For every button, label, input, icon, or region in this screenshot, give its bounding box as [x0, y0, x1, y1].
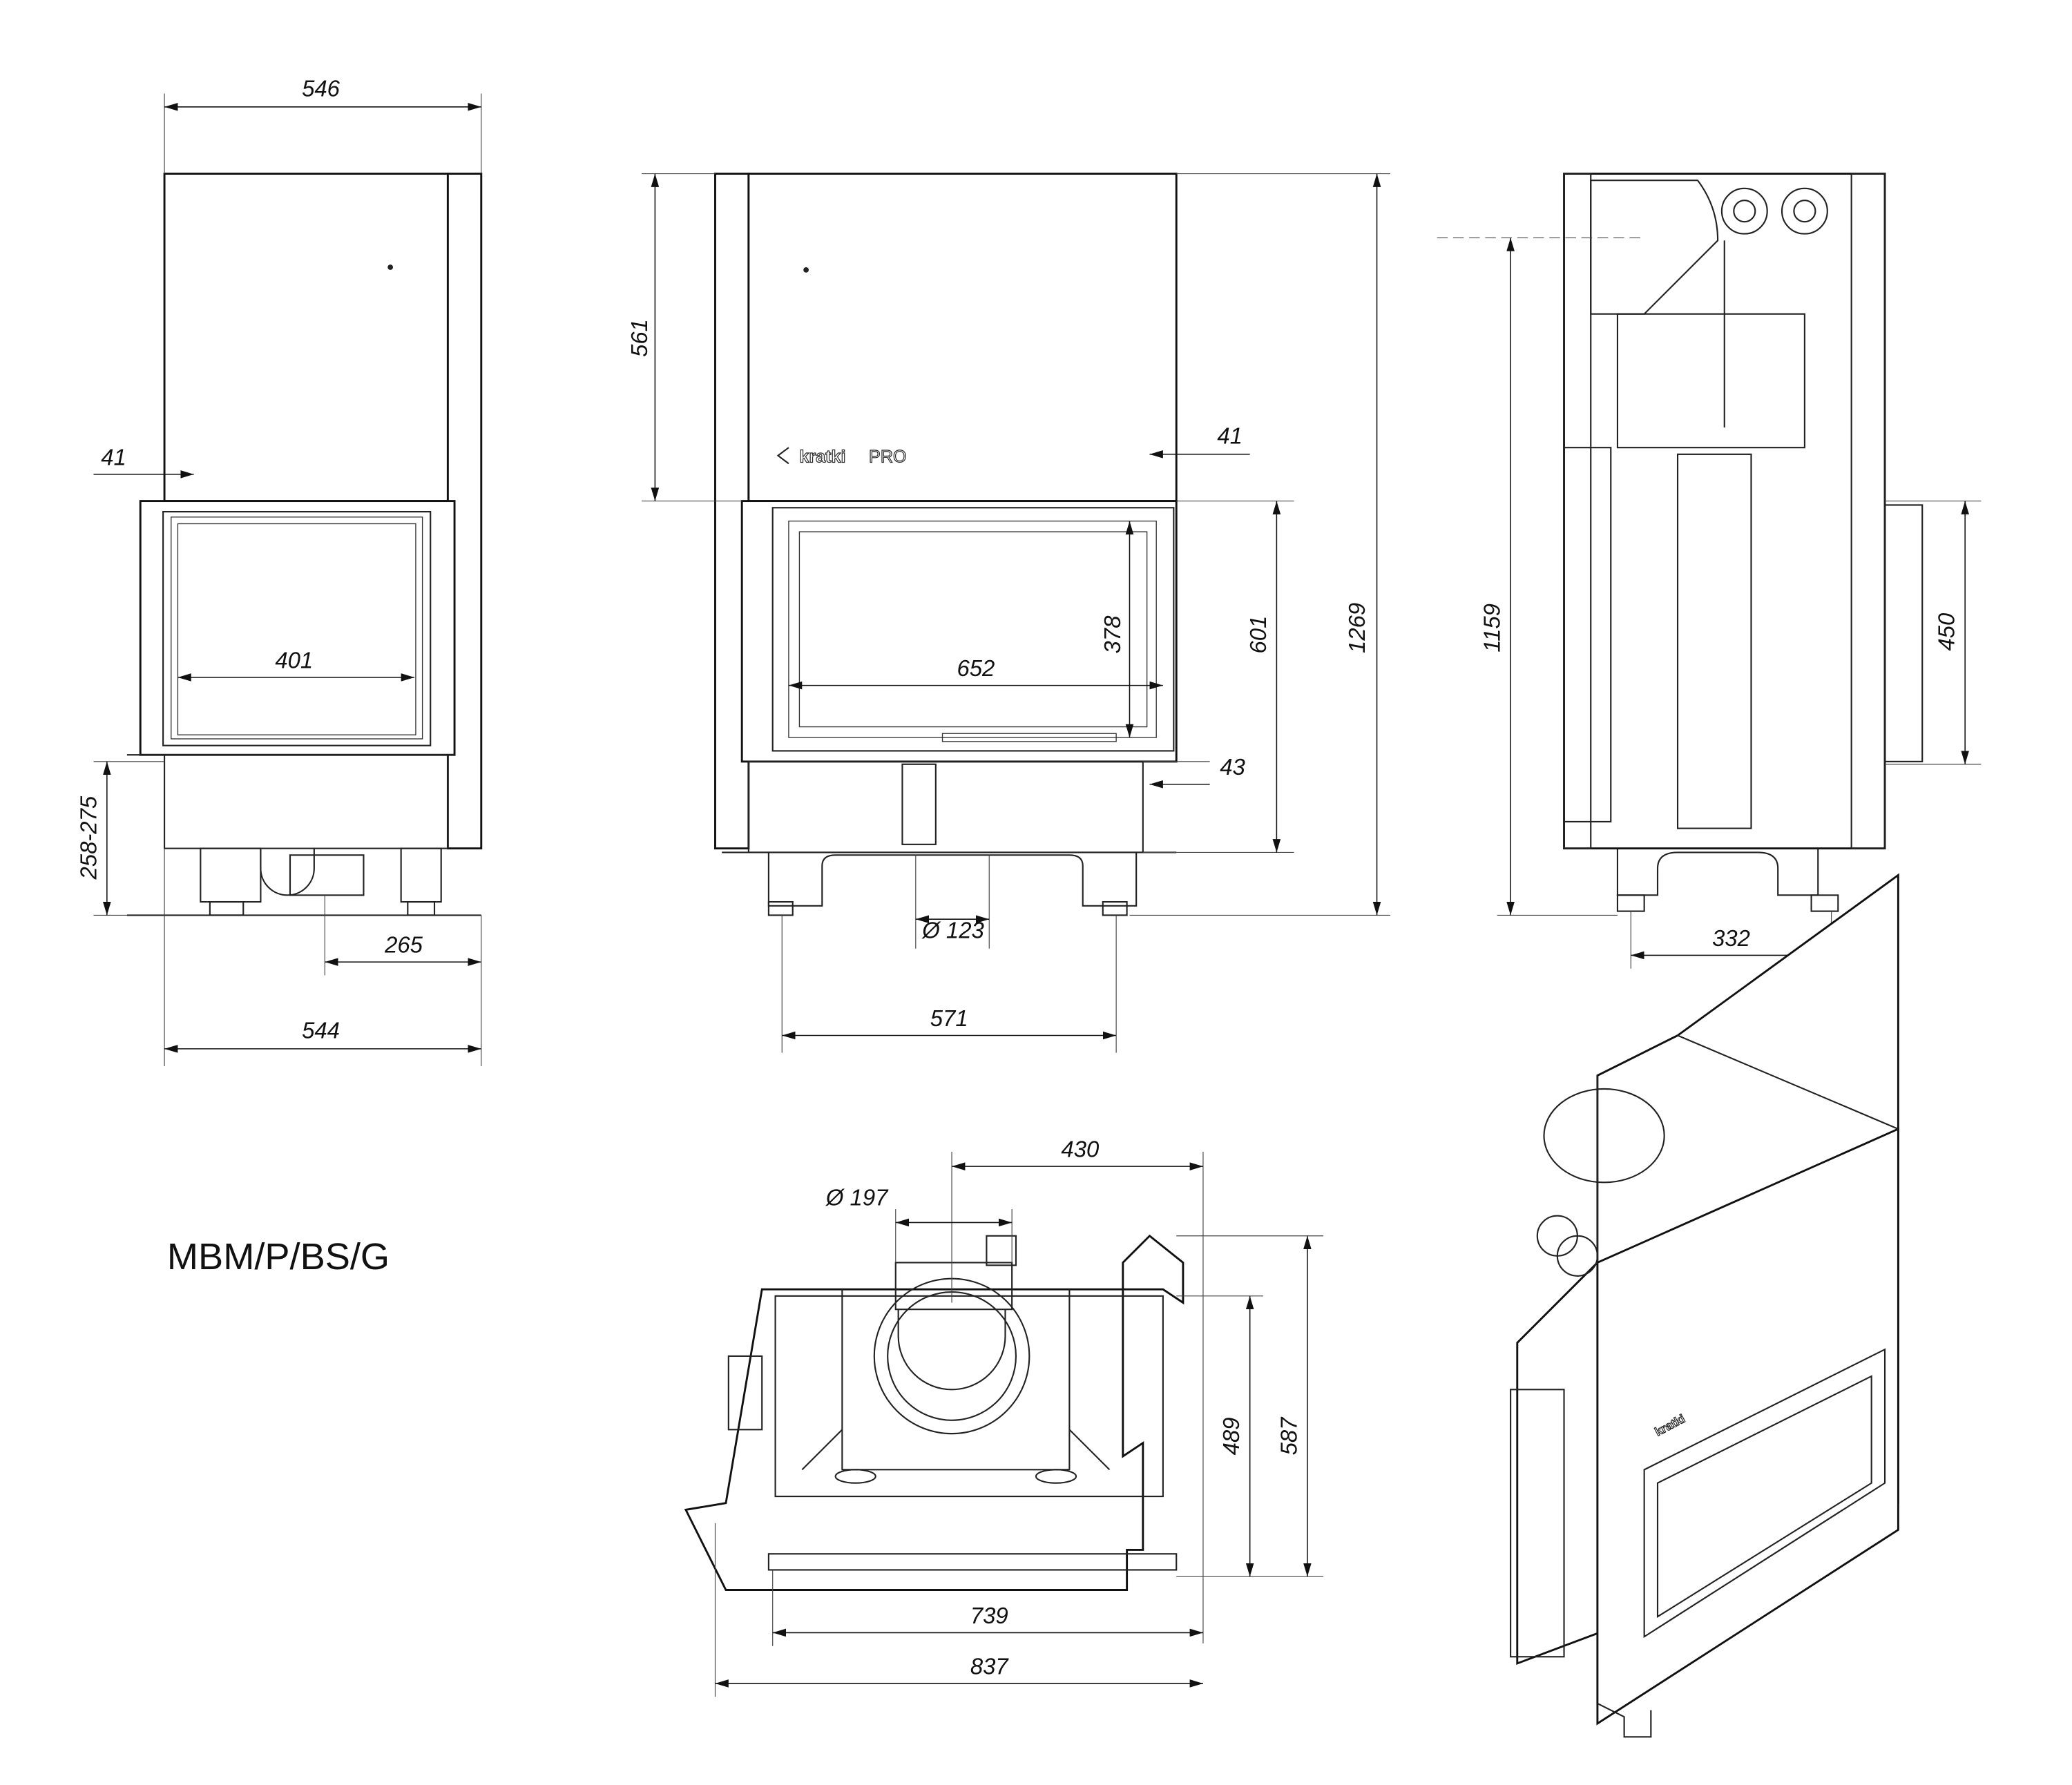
- dim-flue-height: 1159: [1479, 604, 1505, 653]
- svg-text:kratki: kratki: [799, 447, 845, 466]
- dim-side-offset: 41: [101, 444, 126, 470]
- dim-inner-depth: 489: [1218, 1418, 1244, 1456]
- dim-base-width: 571: [930, 1005, 968, 1031]
- dim-upper-height: 561: [626, 319, 652, 357]
- svg-text:PRO: PRO: [869, 447, 906, 466]
- dim-glass-width: 401: [275, 647, 313, 673]
- dim-inner-width: 739: [970, 1603, 1008, 1628]
- kratki-logo: kratki PRO: [776, 447, 907, 467]
- dim-panel-height: 450: [1934, 612, 1959, 651]
- middle-door: [740, 500, 1178, 763]
- dim-total-height: 1269: [1344, 603, 1370, 653]
- isometric-view: kratki: [1510, 873, 1899, 1738]
- dim-total-depth: 587: [1276, 1416, 1301, 1456]
- dim-glass-height: 378: [1100, 615, 1125, 654]
- dim-side-offset-2: 41: [1217, 423, 1243, 448]
- dim-width-bottom: 544: [302, 1017, 340, 1043]
- dim-door-height: 601: [1245, 616, 1271, 654]
- dim-top-flue-offset: 430: [1061, 1137, 1100, 1162]
- dim-base-height: 258-275: [75, 795, 101, 880]
- dim-air-inlet: Ø 123: [921, 917, 984, 943]
- model-label: MBM/P/BS/G: [167, 1236, 390, 1277]
- dim-flue-diameter: Ø 197: [825, 1184, 889, 1210]
- side-view: 1159 450 332: [1437, 173, 1982, 969]
- front-view: 546 41 401 258-275 265 544: [75, 75, 483, 1067]
- dim-flue-offset: 265: [384, 932, 423, 958]
- dim-glass-width-2: 652: [957, 655, 995, 681]
- front-door: [139, 500, 456, 756]
- dim-ledge: 43: [1220, 754, 1245, 780]
- side-front-view: kratki PRO 561 41 378 652 601 1269: [626, 173, 1390, 1053]
- dim-total-width: 837: [970, 1653, 1010, 1679]
- dim-width-top: 546: [302, 75, 340, 101]
- top-view: 430 Ø 197 489 587 739 837: [684, 1137, 1324, 1697]
- dim-side-base-width: 332: [1712, 925, 1750, 951]
